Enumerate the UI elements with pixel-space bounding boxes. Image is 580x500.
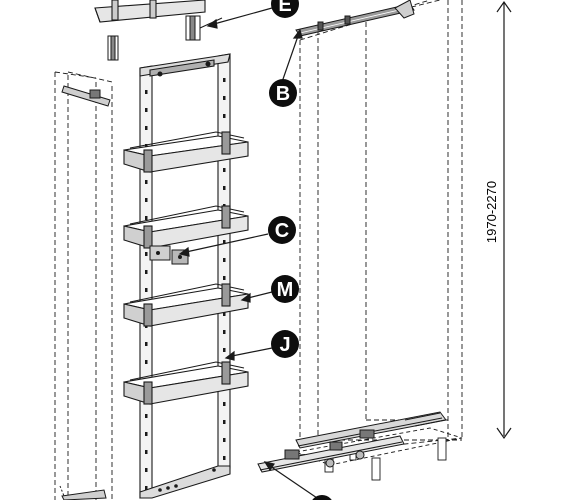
upright-hole: [223, 240, 226, 244]
runner-carriage: [284, 449, 300, 460]
upright-hole: [223, 114, 226, 118]
foot: [371, 457, 381, 481]
mounting-clips: [107, 15, 223, 61]
upright-hole: [145, 90, 148, 94]
upright-hole: [223, 330, 226, 334]
upright-hole: [145, 180, 148, 184]
upright-hole: [145, 288, 148, 292]
side-panel-outline: [54, 71, 113, 500]
upright-hole: [145, 360, 148, 364]
upright-hole: [223, 348, 226, 352]
upright-hole: [223, 78, 226, 82]
upright-hole: [145, 216, 148, 220]
callout-m-label: M: [277, 279, 294, 301]
runner-carriage: [359, 429, 375, 439]
runner-carriage: [329, 441, 343, 451]
basket-3: [123, 283, 249, 327]
height-dimension: [496, 0, 512, 440]
upright-hole: [223, 438, 226, 442]
upright-hole: [145, 108, 148, 112]
callout-j-label: J: [279, 334, 290, 356]
upright-hole: [223, 186, 226, 190]
screws: [158, 468, 216, 492]
upright-hole: [223, 276, 226, 280]
basket-2: [123, 205, 249, 249]
damper-bracket: [149, 245, 189, 265]
rail-end-block: [394, 0, 415, 19]
upright-hole: [145, 342, 148, 346]
callout-e: E: [271, 0, 299, 18]
upright-hole: [223, 312, 226, 316]
top-basket: [94, 0, 206, 23]
top-rail-assembly: [295, 0, 415, 37]
upright-hole: [145, 414, 148, 418]
upright-hole: [145, 144, 148, 148]
basket-4: [123, 361, 249, 405]
cabinet-outline: [294, 0, 463, 466]
basket-1: [123, 131, 249, 173]
callout-j: J: [271, 330, 299, 358]
rail-bracket: [344, 15, 351, 25]
upright-hole: [223, 456, 226, 460]
callout-c-label: C: [275, 220, 289, 242]
upright-hole: [223, 96, 226, 100]
upright-hole: [145, 252, 148, 256]
runner-wheel: [325, 458, 335, 468]
upright-hole: [223, 420, 226, 424]
rail-bracket: [317, 21, 324, 31]
foot: [437, 437, 447, 461]
upright-hole: [145, 486, 148, 490]
side-mount-bracket: [59, 85, 111, 500]
callout-c: C: [268, 216, 296, 244]
upright-hole: [145, 198, 148, 202]
upright-hole: [223, 168, 226, 172]
leader-lines: [178, 7, 321, 500]
callout-b-label: B: [276, 83, 290, 105]
height-dimension-label: 1970-2270: [484, 181, 499, 243]
upright-hole: [145, 270, 148, 274]
callout-e-label: E: [278, 0, 291, 16]
upright-hole: [145, 450, 148, 454]
callout-m: M: [271, 275, 299, 303]
frame-bottom-bar: [139, 465, 231, 499]
runner-wheel: [355, 450, 365, 460]
callout-b: B: [269, 79, 297, 107]
pull-out-frame: [139, 53, 231, 499]
upright-hole: [223, 258, 226, 262]
upright-hole: [145, 432, 148, 436]
upright-hole: [145, 126, 148, 130]
bottom-runner-assembly: [257, 411, 447, 473]
upright-hole: [145, 468, 148, 472]
upright-hole: [223, 402, 226, 406]
side-mount-bracket-bottom: [61, 489, 107, 500]
callout-bottom-cropped: [312, 495, 332, 500]
